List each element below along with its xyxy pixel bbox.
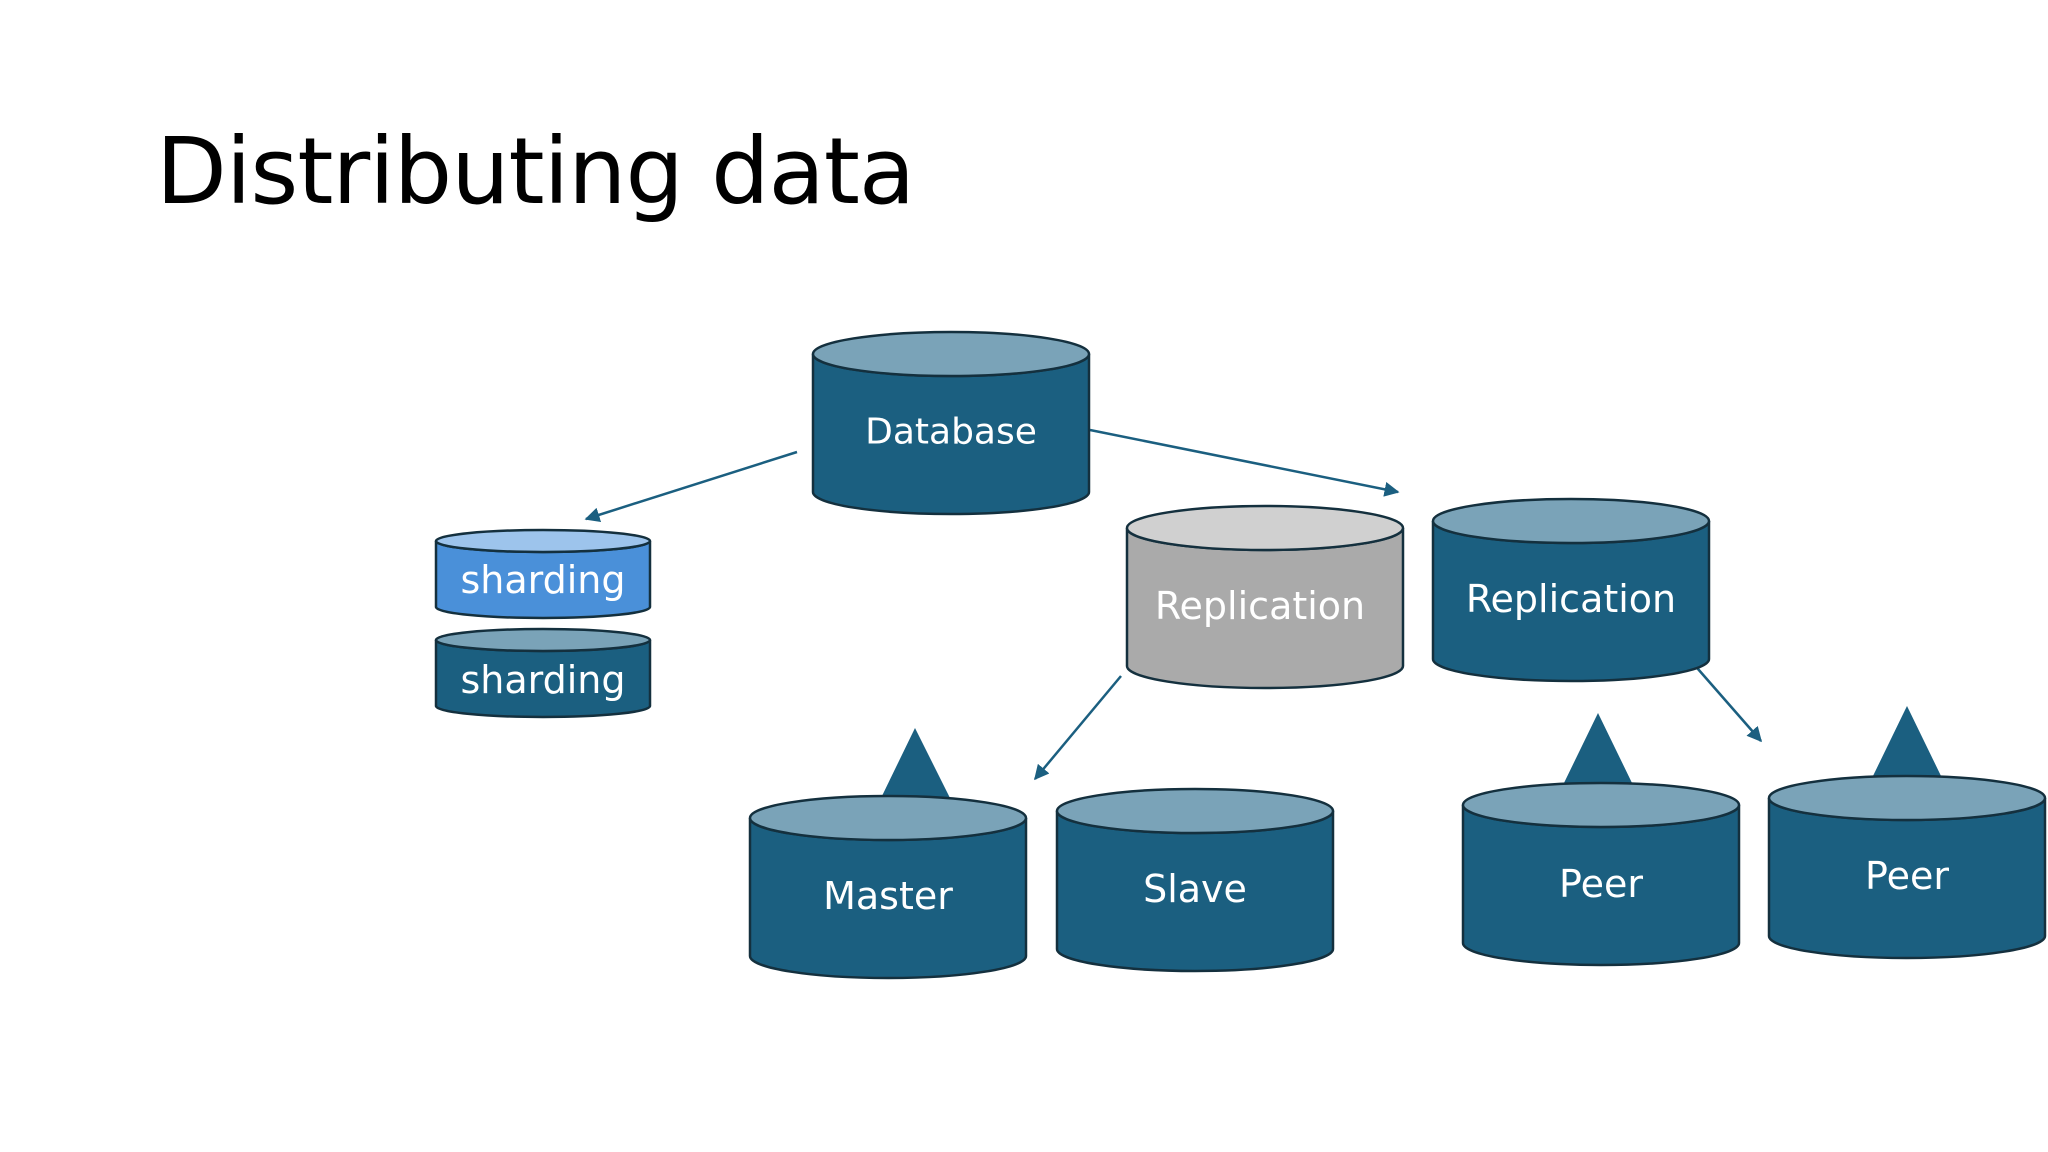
peer-1-triangle-icon xyxy=(1563,713,1633,785)
peer-cylinder-2[interactable]: Peer xyxy=(1767,774,2047,960)
sharding-1-label: sharding xyxy=(460,558,625,602)
cylinder-top xyxy=(1767,774,2047,822)
cylinder-top xyxy=(1431,497,1711,545)
replication-blue-label: Replication xyxy=(1466,577,1676,621)
leader-markers xyxy=(881,706,1942,798)
sharding-cylinder-2[interactable]: sharding xyxy=(434,627,652,719)
master-triangle-icon xyxy=(881,728,950,798)
cylinder-top xyxy=(748,794,1028,842)
arrow-replication-to-peers xyxy=(1690,660,1762,743)
cylinder-top xyxy=(1125,504,1405,552)
cylinder-top xyxy=(1055,787,1335,835)
arrow-database-to-sharding xyxy=(584,450,798,523)
peer-1-label: Peer xyxy=(1559,862,1643,906)
sharding-2-label: sharding xyxy=(460,658,625,702)
cylinder-top xyxy=(434,528,652,554)
arrow-database-to-replication xyxy=(1089,428,1400,497)
slave-cylinder[interactable]: Slave xyxy=(1055,787,1335,973)
sharding-cylinder-1[interactable]: sharding xyxy=(434,528,652,620)
peer-2-label: Peer xyxy=(1865,854,1949,898)
peer-cylinder-1[interactable]: Peer xyxy=(1461,781,1741,967)
arrow-replication-to-master-slave xyxy=(1034,675,1122,781)
peer-2-triangle-icon xyxy=(1872,706,1942,778)
master-cylinder[interactable]: Master xyxy=(748,794,1028,980)
slide-title: Distributing data xyxy=(156,118,915,225)
replication-cylinder-gray[interactable]: Replication xyxy=(1125,504,1405,690)
cylinder-top xyxy=(1461,781,1741,829)
database-cylinder[interactable]: Database xyxy=(811,330,1091,516)
replication-cylinder-blue[interactable]: Replication xyxy=(1431,497,1711,683)
database-label: Database xyxy=(865,412,1037,453)
cylinder-top xyxy=(434,627,652,653)
master-label: Master xyxy=(823,874,953,918)
slave-label: Slave xyxy=(1143,867,1247,911)
arrows xyxy=(584,428,1762,781)
cylinder-top xyxy=(811,330,1091,378)
replication-gray-label: Replication xyxy=(1155,584,1365,628)
